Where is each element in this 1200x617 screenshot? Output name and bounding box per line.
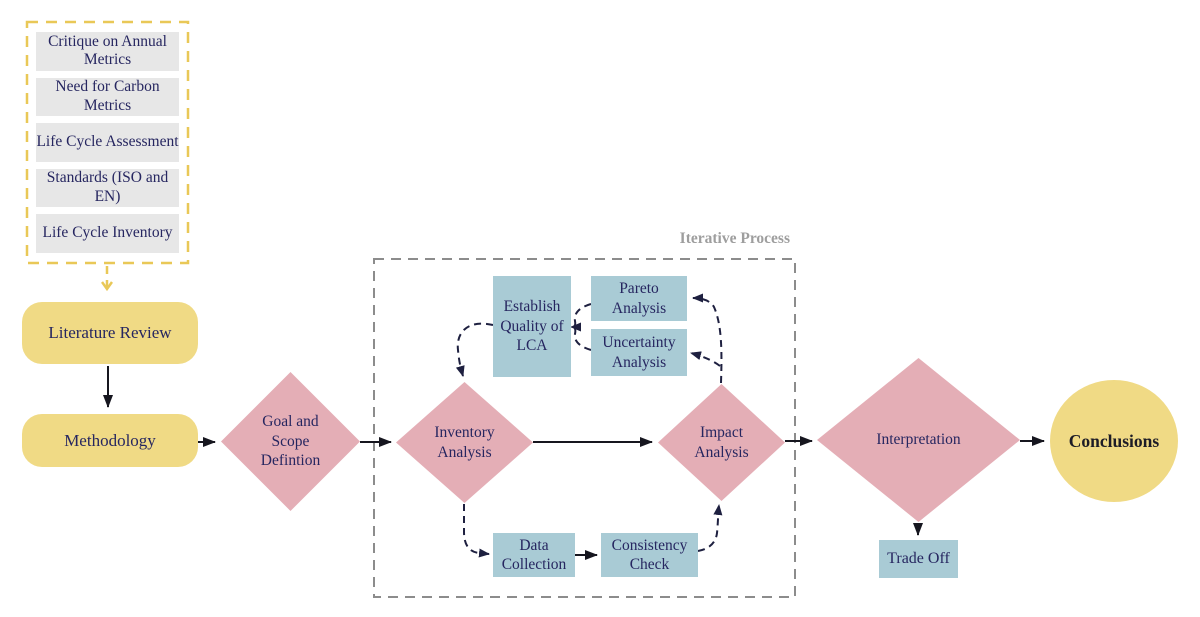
node-pareto-analysis: Pareto Analysis <box>591 276 687 321</box>
arrow-pareto-to-establish <box>570 303 592 332</box>
source-item-carbon-metrics: Need for Carbon Metrics <box>36 77 179 117</box>
node-uncertainty-label: Uncertainty Analysis <box>602 334 676 371</box>
node-trade-off: Trade Off <box>879 540 958 578</box>
source-item-lca: Life Cycle Assessment <box>36 123 179 162</box>
arrow-inventory-to-datacollection <box>463 504 490 558</box>
node-uncertainty-analysis: Uncertainty Analysis <box>591 329 687 376</box>
node-data-collection: Data Collection <box>493 533 575 577</box>
iterative-process-outline <box>373 258 796 598</box>
node-pareto-label: Pareto Analysis <box>611 280 667 317</box>
node-goal-scope-label: Goal and Scope Defintion <box>260 413 321 470</box>
node-literature-review: Literature Review <box>22 302 198 364</box>
node-establish-quality-lca: Establish Quality of LCA <box>493 276 571 377</box>
node-interpretation-label: Interpretation <box>876 431 961 449</box>
arrow-establish-to-inventory <box>455 322 494 377</box>
source-item-critique: Critique on Annual Metrics <box>36 32 179 71</box>
node-conclusions-label: Conclusions <box>1068 430 1160 451</box>
arrow-consistency-to-impact <box>697 504 723 552</box>
source-item-standards: Standards (ISO and EN) <box>36 168 179 208</box>
source-item-lci: Life Cycle Inventory <box>36 214 179 253</box>
node-inventory-label: Inventory Analysis <box>434 424 495 461</box>
arrow-impact-to-pareto <box>692 293 723 384</box>
node-conclusions: Conclusions <box>1050 380 1178 502</box>
arrow-uncertainty-to-establish <box>572 326 592 351</box>
node-methodology: Methodology <box>22 414 198 467</box>
literature-sources-outline <box>25 20 190 265</box>
node-trade-off-label: Trade Off <box>887 550 950 567</box>
arrow-impact-to-uncertainty <box>690 351 721 367</box>
node-establish-quality-label: Establish Quality of LCA <box>500 298 564 355</box>
node-data-collection-label: Data Collection <box>501 536 567 573</box>
node-methodology-label: Methodology <box>64 430 156 450</box>
node-consistency-check: Consistency Check <box>601 533 698 577</box>
node-impact-label: Impact Analysis <box>694 424 749 461</box>
literature-sources-panel: Critique on Annual Metrics Need for Carb… <box>27 22 188 263</box>
node-consistency-label: Consistency Check <box>611 536 688 573</box>
node-literature-review-label: Literature Review <box>48 323 172 342</box>
iterative-process-label: Iterative Process <box>679 230 790 247</box>
